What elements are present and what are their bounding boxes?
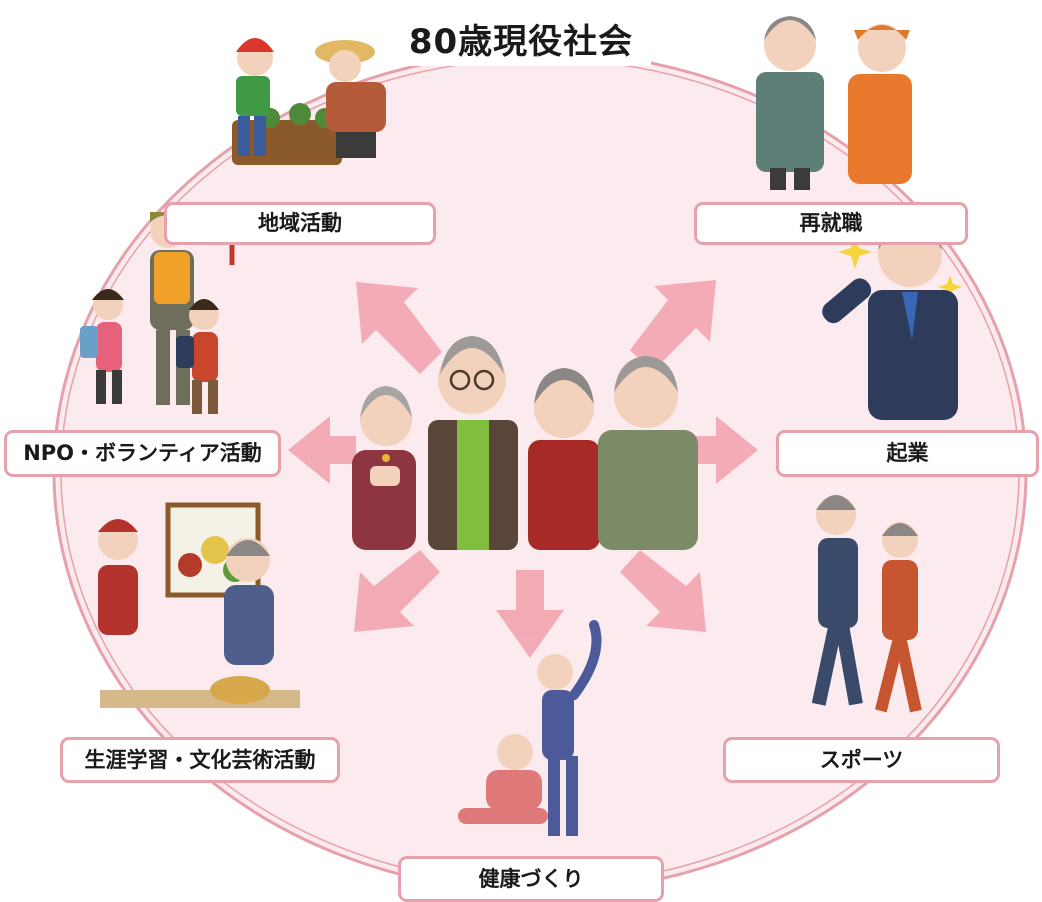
label-kigyo: 起業: [776, 430, 1039, 477]
label-kenko: 健康づくり: [398, 856, 664, 902]
arrow-down-left: [354, 550, 440, 632]
label-sports: スポーツ: [723, 737, 1000, 783]
label-chiiki: 地域活動: [164, 202, 436, 245]
walking-couple-icon: [811, 495, 922, 713]
arrow-left: [288, 416, 356, 484]
workers-icon: [756, 16, 912, 190]
gardening-icon: [232, 38, 386, 165]
arrow-up-right: [630, 280, 716, 372]
arrow-down-right: [620, 550, 706, 632]
senior-group-icon: [352, 336, 698, 550]
crossing-guard-icon: [80, 205, 235, 414]
label-shogai: 生涯学習・文化芸術活動: [60, 737, 340, 783]
diagram-title: 80歳現役社会: [391, 18, 651, 66]
label-npo: NPO・ボランティア活動: [4, 430, 281, 477]
painting-pottery-icon: [98, 502, 300, 708]
arrow-down: [496, 570, 564, 658]
arrows: [288, 280, 758, 658]
label-saishushoku: 再就職: [694, 202, 968, 245]
arrow-right: [690, 416, 758, 484]
arrow-up-left: [356, 282, 442, 374]
stretching-icon: [458, 620, 602, 836]
